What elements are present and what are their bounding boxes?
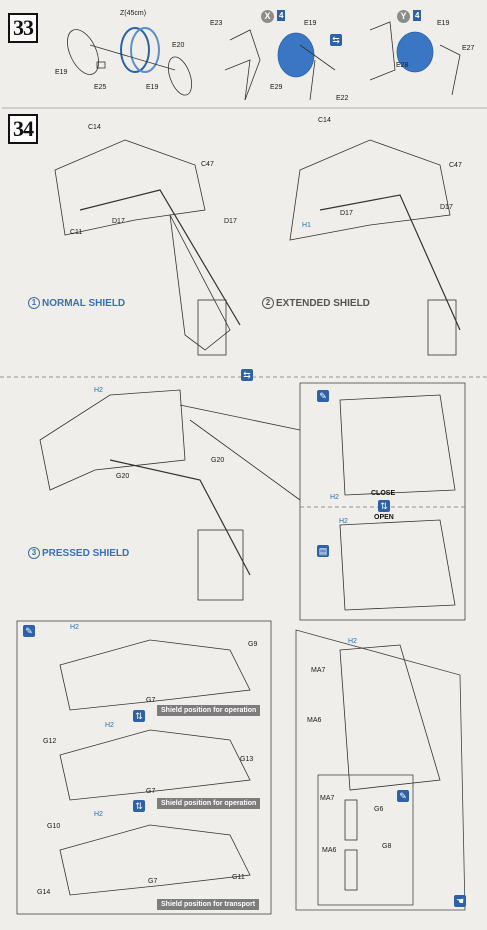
part-label: E23	[210, 20, 223, 27]
frame-x	[229, 29, 261, 101]
swap-icon: ⇆	[241, 369, 253, 381]
part-label: D17	[440, 204, 453, 211]
positions-box	[16, 620, 272, 915]
part-ma6	[344, 849, 358, 891]
part-label: D17	[224, 218, 237, 225]
part-label: C14	[88, 124, 101, 131]
part-label: H1	[302, 222, 311, 229]
drum-disc-left	[67, 29, 99, 75]
step-33-number: 33	[8, 13, 38, 43]
shield-layers-icon: ▤	[317, 545, 329, 557]
pencil-icon: ✎	[23, 625, 35, 637]
variant-x-icon: X	[261, 10, 274, 23]
position-banner-transport: Shield position for transport	[157, 899, 260, 910]
part-label: H2	[330, 494, 339, 501]
caption-number: 1	[28, 297, 40, 309]
variant-y-icon: Y	[397, 10, 410, 23]
close-label: CLOSE	[371, 490, 396, 497]
part-label: C14	[318, 117, 331, 124]
step-34-number: 34	[8, 114, 38, 144]
part-label: G13	[240, 756, 254, 763]
part-label: G11	[232, 874, 245, 881]
swap-icon: ⇅	[133, 800, 145, 812]
sub-detail-box	[317, 774, 414, 906]
extended-shield-plate	[289, 139, 451, 241]
part-label: G9	[248, 641, 258, 648]
part-label: MA7	[311, 667, 326, 674]
caption-text: NORMAL SHIELD	[42, 298, 126, 309]
part-label: E22	[336, 95, 349, 102]
part-label: H2	[94, 387, 103, 394]
part-label: H2	[70, 624, 79, 631]
part-label: MA6	[322, 847, 337, 854]
pressed-shield-plate	[39, 389, 186, 491]
part-label: MA6	[307, 717, 322, 724]
part-label: E29	[270, 84, 283, 91]
part-label: G20	[116, 473, 130, 480]
hand-icon: ☚	[454, 895, 466, 907]
part-label: G20	[211, 457, 225, 464]
part-label: E19	[437, 20, 450, 27]
part-label: G6	[374, 806, 384, 813]
caption-number: 2	[262, 297, 274, 309]
extended-gun-breech	[427, 299, 457, 356]
part-label: D17	[340, 210, 353, 217]
position-banner-operation: Shield position for operation	[157, 798, 261, 809]
normal-shield-plate	[54, 139, 206, 236]
swap-icon: ⇅	[133, 710, 145, 722]
part-label: G8	[382, 843, 392, 850]
variant-x-qty: 4	[277, 10, 286, 21]
position-banner-operation: Shield position for operation	[157, 705, 261, 716]
part-label: G7	[146, 697, 156, 704]
part-label-z: Z(45cm)	[120, 10, 147, 17]
variant-y-qty: 4	[413, 10, 422, 21]
pencil-icon: ✎	[317, 390, 329, 402]
swap-icon: ⇅	[378, 500, 390, 512]
part-label: H2	[94, 811, 103, 818]
part-label: E19	[146, 84, 159, 91]
part-label: H2	[105, 722, 114, 729]
caption-number: 3	[28, 547, 40, 559]
part-label: E28	[396, 62, 409, 69]
part-label: H2	[339, 518, 348, 525]
pencil-icon: ✎	[397, 790, 409, 802]
pressed-gun-breech	[197, 529, 244, 601]
closeup-box	[295, 629, 466, 911]
detail-box	[299, 382, 466, 621]
part-label: C47	[449, 162, 462, 169]
part-label: G12	[43, 738, 57, 745]
part-label: G14	[37, 889, 51, 896]
open-label: OPEN	[374, 514, 394, 521]
drum-disc-right	[167, 56, 193, 96]
part-label: E20	[172, 42, 185, 49]
coil-x	[277, 32, 315, 78]
swap-icon: ⇆	[330, 34, 342, 46]
part-label: E27	[462, 45, 475, 52]
part-label: MA7	[320, 795, 335, 802]
part-label: G10	[47, 823, 61, 830]
part-e25	[96, 61, 106, 69]
part-label: C11	[70, 229, 83, 236]
part-label: G7	[148, 878, 158, 885]
caption-text: EXTENDED SHIELD	[276, 298, 370, 309]
part-label: H2	[348, 638, 357, 645]
part-label: D17	[112, 218, 125, 225]
part-label: E19	[55, 69, 68, 76]
frame-y	[369, 21, 396, 81]
caption-text: PRESSED SHIELD	[42, 548, 130, 559]
part-label: G7	[146, 788, 156, 795]
part-label: C47	[201, 161, 214, 168]
part-label: E25	[94, 84, 107, 91]
part-ma7	[344, 799, 358, 841]
part-label: E19	[304, 20, 317, 27]
wire-coil	[120, 27, 150, 73]
normal-gun-breech	[197, 299, 227, 356]
coil-y	[396, 31, 434, 73]
